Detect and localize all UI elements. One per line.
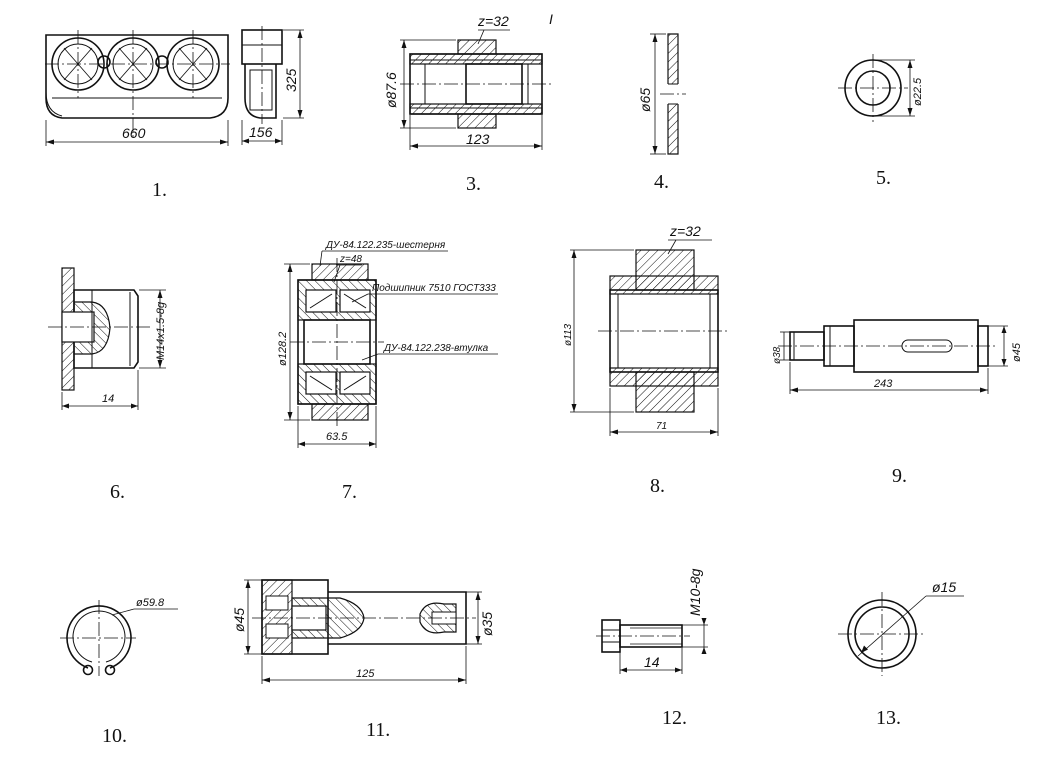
part-4-washer: ø65 4. bbox=[637, 33, 686, 193]
dim-d15: ø15 bbox=[932, 579, 956, 595]
part-1-housing: 660 325 156 1. bbox=[45, 26, 304, 201]
dim-123: 123 bbox=[466, 131, 490, 147]
dim-243: 243 bbox=[873, 378, 893, 390]
label-part-10: 10. bbox=[102, 725, 127, 747]
dim-660: 660 bbox=[122, 125, 146, 141]
label-part-9: 9. bbox=[892, 465, 907, 487]
dim-63-5: 63.5 bbox=[326, 431, 348, 443]
dim-d87-6: ø87.6 bbox=[383, 72, 399, 108]
label-part-5: 5. bbox=[876, 167, 891, 189]
dim-125: 125 bbox=[356, 668, 375, 680]
dim-14-a: 14 bbox=[102, 393, 114, 405]
dim-d45-a: ø45 bbox=[1011, 342, 1023, 362]
part-9-shaft: ø38 ø45 243 9. bbox=[772, 319, 1023, 487]
leader-bearing: Подшипник 7510 ГОСТ333 bbox=[372, 283, 496, 294]
part-11-shaft: ø45 ø35 125 11. bbox=[231, 579, 495, 741]
dim-14-b: 14 bbox=[644, 654, 660, 670]
label-part-4: 4. bbox=[654, 171, 669, 193]
leader-sleeve: ДУ-84.122.238-втулка bbox=[383, 343, 489, 354]
label-part-3: 3. bbox=[466, 173, 481, 195]
part-10-retaining-ring: ø59.8 10. bbox=[60, 597, 178, 747]
dim-d22-5: ø22.5 bbox=[912, 77, 924, 106]
dim-325: 325 bbox=[283, 68, 299, 92]
leader-gear: ДУ-84.122.235-шестерня bbox=[325, 240, 446, 251]
dim-71: 71 bbox=[656, 421, 667, 432]
part-6-plug: M14x1.5-8g 14 6. bbox=[48, 267, 167, 503]
dim-d65: ø65 bbox=[637, 88, 653, 112]
dim-z32-a: z=32 bbox=[477, 13, 509, 29]
dim-m14: M14x1.5-8g bbox=[155, 301, 167, 360]
part-7-assembly: ДУ-84.122.235-шестерня z=48 Подшипник 75… bbox=[277, 240, 498, 503]
part-5-ring: ø22.5 5. bbox=[838, 54, 924, 189]
label-part-12: 12. bbox=[662, 707, 687, 729]
part-12-bolt: M10-8g 14 12. bbox=[596, 568, 708, 729]
label-part-6: 6. bbox=[110, 481, 125, 503]
dim-d35: ø35 bbox=[479, 612, 495, 636]
label-part-8: 8. bbox=[650, 475, 665, 497]
dim-d128-2: ø128.2 bbox=[277, 332, 289, 366]
stray-mark: I bbox=[549, 11, 553, 27]
part-8-gear: z=32 ø113 71 8. bbox=[563, 223, 728, 497]
leader-z48: z=48 bbox=[339, 254, 362, 265]
dim-d113: ø113 bbox=[563, 324, 574, 346]
label-part-7: 7. bbox=[342, 481, 357, 503]
label-part-11: 11. bbox=[366, 719, 390, 741]
dim-m10: M10-8g bbox=[687, 568, 703, 616]
dim-d38: ø38 bbox=[772, 346, 783, 364]
label-part-1: 1. bbox=[152, 179, 167, 201]
part-3-gear-shaft: z=32 ø87.6 123 3. bbox=[383, 13, 552, 195]
dim-d45-b: ø45 bbox=[231, 608, 247, 632]
dim-d59-8: ø59.8 bbox=[136, 597, 165, 609]
dim-z32-b: z=32 bbox=[669, 223, 701, 239]
part-13-ring: ø15 13. bbox=[838, 579, 964, 729]
label-part-13: 13. bbox=[876, 707, 901, 729]
dim-156: 156 bbox=[249, 124, 273, 140]
